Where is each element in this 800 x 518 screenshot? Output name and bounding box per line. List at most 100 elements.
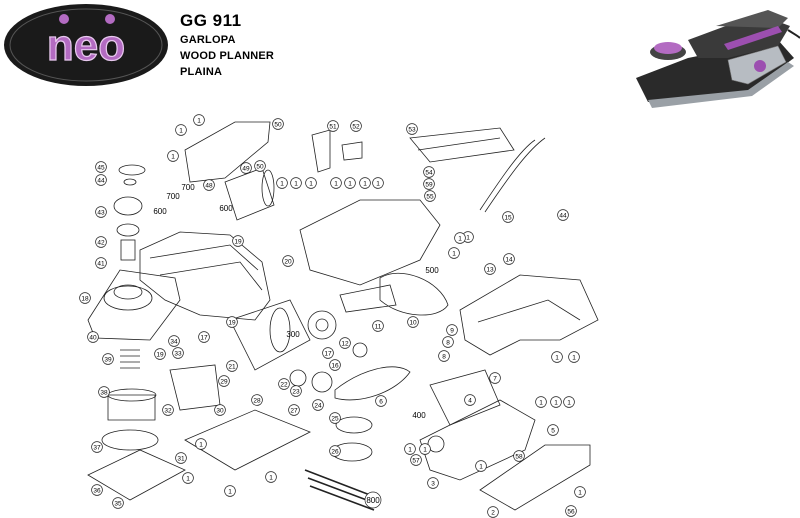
- callout-number: 52: [352, 123, 360, 130]
- part-callout: 52: [350, 120, 362, 132]
- callout-number: 7: [493, 375, 497, 382]
- callout-circle: [276, 177, 288, 189]
- callout-number: 24: [314, 402, 322, 409]
- part-callout: 28: [251, 394, 263, 406]
- part-callout: 22: [278, 378, 290, 390]
- part-callout: 5: [547, 424, 559, 436]
- part-callout: 1: [359, 177, 371, 189]
- part-callout: 11: [372, 320, 384, 332]
- callout-circle: [98, 386, 110, 398]
- callout-circle: [551, 351, 563, 363]
- part-callout: 45: [95, 161, 107, 173]
- part-callout: 1: [182, 472, 194, 484]
- callout-number: 35: [114, 500, 122, 507]
- callout-circle: [446, 324, 458, 336]
- part-callout: 48: [203, 179, 215, 191]
- part-callout: 34: [168, 335, 180, 347]
- planer-image: [636, 10, 800, 108]
- part-callout: 26: [329, 445, 341, 457]
- callout-circle: [172, 347, 184, 359]
- callout-number: 2: [491, 509, 495, 516]
- part-callout: 1: [344, 177, 356, 189]
- part-callout: 18: [79, 292, 91, 304]
- callout-number: 1: [479, 463, 483, 470]
- part-callout: 1: [475, 460, 487, 472]
- part-callout: 21: [226, 360, 238, 372]
- callout-circle: [322, 347, 334, 359]
- callout-number: 1: [199, 441, 203, 448]
- callout-number: 8: [446, 339, 450, 346]
- callout-circle: [95, 161, 107, 173]
- callout-circle: [438, 350, 450, 362]
- callout-circle: [404, 443, 416, 455]
- callout-number: 41: [97, 260, 105, 267]
- callout-number: 1: [186, 475, 190, 482]
- callout-circle: [95, 174, 107, 186]
- callout-number: 10: [409, 319, 417, 326]
- callout-number: 27: [290, 407, 298, 414]
- callout-circle: [330, 177, 342, 189]
- callout-circle: [79, 292, 91, 304]
- size-label: 800: [366, 496, 380, 505]
- part-callout: 4: [464, 394, 476, 406]
- size-label: 300: [286, 330, 300, 339]
- part-callout: 8: [438, 350, 450, 362]
- callout-number: 50: [274, 121, 282, 128]
- title-line: GARLOPA: [180, 34, 236, 46]
- callout-circle: [224, 485, 236, 497]
- motor-chamber-drawing: [299, 199, 441, 286]
- part-callout: 51: [327, 120, 339, 132]
- callout-number: 1: [578, 489, 582, 496]
- callout-number: 1: [309, 180, 313, 187]
- callout-number: 15: [504, 214, 512, 221]
- callout-circle: [102, 353, 114, 365]
- callout-circle: [290, 385, 302, 397]
- part-callout: 9: [446, 324, 458, 336]
- size-label: 700: [166, 192, 180, 201]
- part-callout: 36: [91, 484, 103, 496]
- callout-circle: [372, 177, 384, 189]
- part-callout: 43: [95, 206, 107, 218]
- part-callout: 17: [198, 331, 210, 343]
- callout-circle: [312, 399, 324, 411]
- callout-circle: [464, 394, 476, 406]
- part-callout: 58: [513, 450, 525, 462]
- callout-circle: [547, 424, 559, 436]
- part-callout: 3: [427, 477, 439, 489]
- callout-circle: [112, 497, 124, 509]
- callout-circle: [168, 335, 180, 347]
- part-callout: 42: [95, 236, 107, 248]
- part-callout: 1: [419, 443, 431, 455]
- part-callout: 1: [290, 177, 302, 189]
- callout-number: 1: [363, 180, 367, 187]
- callout-number: 14: [505, 256, 513, 263]
- title-line: PLAINA: [180, 66, 223, 78]
- callout-number: 1: [348, 180, 352, 187]
- part-callout: 55: [424, 190, 436, 202]
- callout-number: 1: [280, 180, 284, 187]
- callout-circle: [226, 316, 238, 328]
- part-callout: 30: [214, 404, 226, 416]
- callout-circle: [563, 396, 575, 408]
- callout-number: 25: [331, 415, 339, 422]
- part-callout: 23: [290, 385, 302, 397]
- callout-number: 23: [292, 388, 300, 395]
- part-callout: 38: [98, 386, 110, 398]
- callout-circle: [91, 441, 103, 453]
- callout-number: 29: [220, 378, 228, 385]
- part-callout: 14: [503, 253, 515, 265]
- callout-circle: [489, 372, 501, 384]
- callout-number: 5: [551, 427, 555, 434]
- callout-circle: [574, 486, 586, 498]
- callout-circle: [329, 445, 341, 457]
- part-callout: 24: [312, 399, 324, 411]
- callout-circle: [484, 263, 496, 275]
- callout-number: 44: [97, 177, 105, 184]
- gear-cover-drawing: [419, 399, 536, 481]
- callout-circle: [288, 404, 300, 416]
- part-callout: 1: [305, 177, 317, 189]
- callout-number: 20: [284, 258, 292, 265]
- callout-number: 48: [205, 182, 213, 189]
- model-number: GG 911: [180, 11, 242, 30]
